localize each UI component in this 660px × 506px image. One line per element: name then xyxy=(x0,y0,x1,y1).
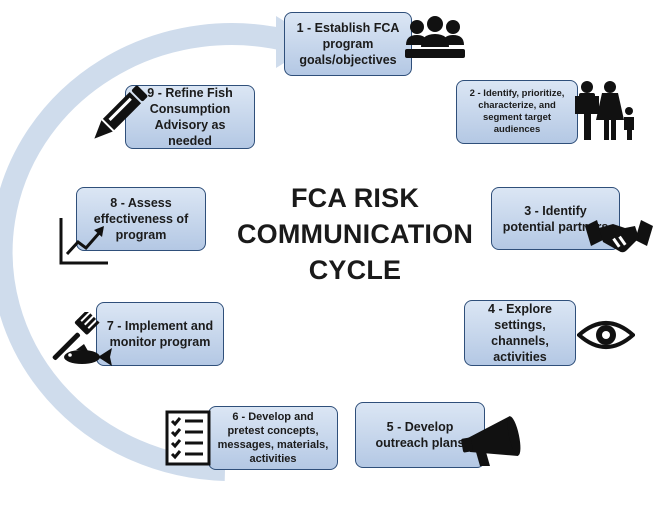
group-of-people-icon xyxy=(405,16,465,58)
step-1-box: 1 - Establish FCA program goals/objectiv… xyxy=(284,12,412,76)
title-line-2: COMMUNICATION xyxy=(236,219,474,249)
family-icon xyxy=(575,81,634,140)
step-3-box: 3 - Identify potential partners xyxy=(491,187,620,250)
step-7-box: 7 - Implement and monitor program xyxy=(96,302,224,366)
step-2-box: 2 - Identify, prioritize, characterize, … xyxy=(456,80,578,144)
step-7-label: 7 - Implement and monitor program xyxy=(106,319,214,349)
step-9-label: 9 - Refine Fish Consumption Advisory as … xyxy=(147,86,233,148)
pencil-icon xyxy=(94,85,148,139)
megaphone-icon xyxy=(461,416,521,466)
step-5-label: 5 - Develop outreach plans xyxy=(375,420,465,450)
step-4-box: 4 - Explore settings, channels, activiti… xyxy=(464,300,576,366)
step-9-box: 9 - Refine Fish Consumption Advisory as … xyxy=(125,85,255,149)
step-1-label: 1 - Establish FCA program goals/objectiv… xyxy=(296,21,400,67)
step-5-box: 5 - Develop outreach plans xyxy=(355,402,485,468)
fork-and-fish-icon xyxy=(52,312,112,366)
title-line-3: CYCLE xyxy=(308,255,402,285)
handshake-icon xyxy=(585,220,653,253)
diagram-title: FCA RISK COMMUNICATION CYCLE xyxy=(210,180,500,288)
eye-icon xyxy=(577,321,635,349)
step-4-label: 4 - Explore settings, channels, activiti… xyxy=(488,302,552,364)
step-8-box: 8 - Assess effectiveness of program xyxy=(76,187,206,251)
step-6-label: 6 - Develop and pretest concepts, messag… xyxy=(217,411,329,465)
step-8-label: 8 - Assess effectiveness of program xyxy=(93,196,189,242)
checklist-icon xyxy=(165,410,211,466)
step-3-label: 3 - Identify potential partners xyxy=(502,203,609,234)
trend-chart-icon xyxy=(59,218,108,265)
step-2-label: 2 - Identify, prioritize, characterize, … xyxy=(469,88,565,135)
title-line-1: FCA RISK xyxy=(290,183,420,213)
step-6-box: 6 - Develop and pretest concepts, messag… xyxy=(208,406,338,470)
